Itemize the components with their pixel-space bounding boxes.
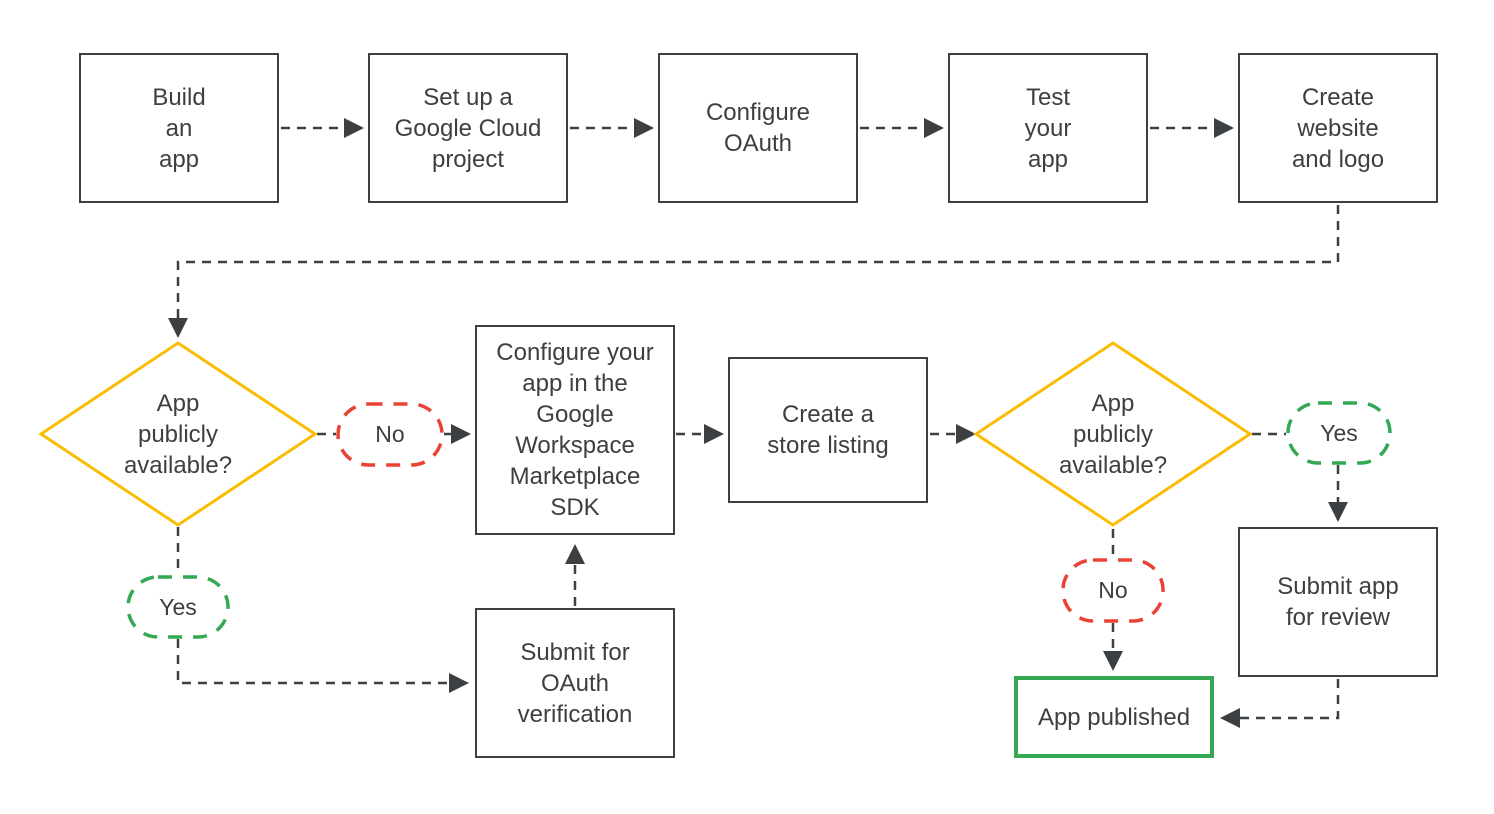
decision-label-2: App publicly available? [1058,389,1168,479]
connector-yes1-to-verification [176,639,469,693]
yes-oval-1 [126,575,230,639]
decision-label-1: App publicly available? [123,389,233,479]
no-label-1: No [375,421,405,447]
connector-review-to-published [1220,679,1340,728]
connector-website-to-decision1 [168,205,1340,338]
process-box-cloud-project: Set up a Google Cloud project [368,53,568,203]
process-box-build-app: Build an app [79,53,279,203]
decision-diamond-1 [38,341,318,527]
process-box-website-logo: Create website and logo [1238,53,1438,203]
yes-label-2: Yes [1320,419,1358,446]
no-label-2: No [1098,577,1128,603]
process-box-test-app: Test your app [948,53,1148,203]
decision-diamond-2 [973,341,1253,527]
process-box-oauth-verification: Submit for OAuth verification [475,608,675,758]
terminal-box-app-published: App published [1014,676,1214,758]
no-oval-2 [1061,558,1165,623]
process-box-submit-review: Submit app for review [1238,527,1438,677]
no-oval-1 [336,402,444,467]
process-box-marketplace-sdk: Configure your app in the Google Workspa… [475,325,675,535]
yes-oval-2 [1286,401,1392,465]
process-box-configure-oauth: Configure OAuth [658,53,858,203]
yes-label-1: Yes [159,593,197,620]
process-box-store-listing: Create a store listing [728,357,928,503]
